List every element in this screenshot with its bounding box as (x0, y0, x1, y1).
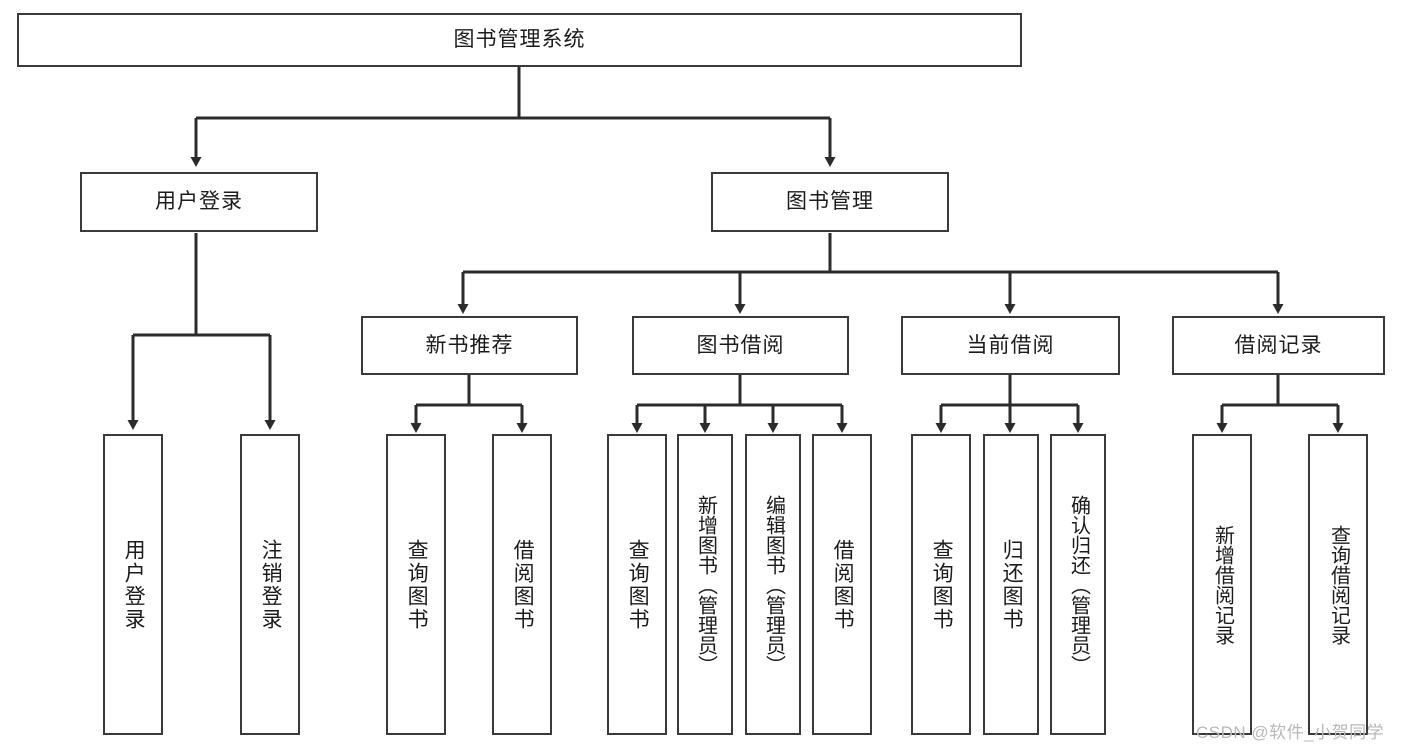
node-label: 编辑图书（管理员） (762, 494, 785, 675)
node-label: 用户登录 (155, 190, 243, 214)
node-label: 借阅记录 (1234, 333, 1323, 357)
node-label: 查询图书 (930, 538, 954, 631)
node-label: 注销登录 (259, 538, 283, 631)
node-leaf-add-record[interactable]: 新增借阅记录 (1192, 434, 1252, 735)
node-label: 借阅图书 (831, 538, 855, 631)
node-leaf-borrow-book-1[interactable]: 借阅图书 (492, 434, 552, 735)
node-label: 确认归还（管理员） (1067, 494, 1090, 675)
node-new-book-recommend[interactable]: 新书推荐 (361, 316, 578, 375)
node-borrow-record[interactable]: 借阅记录 (1172, 316, 1385, 375)
node-current-borrow[interactable]: 当前借阅 (901, 316, 1120, 375)
node-leaf-query-book-1[interactable]: 查询图书 (386, 434, 446, 735)
node-label: 查询图书 (626, 538, 650, 631)
node-leaf-confirm-return[interactable]: 确认归还（管理员） (1050, 434, 1106, 735)
node-label: 借阅图书 (511, 538, 535, 631)
node-label: 查询借阅记录 (1327, 524, 1350, 645)
node-label: 新增图书（管理员） (694, 494, 717, 675)
node-label: 图书管理 (786, 190, 874, 214)
node-root-book-management-system[interactable]: 图书管理系统 (17, 13, 1022, 67)
node-leaf-query-book-3[interactable]: 查询图书 (911, 434, 971, 735)
node-leaf-query-record[interactable]: 查询借阅记录 (1308, 434, 1368, 735)
node-leaf-query-book-2[interactable]: 查询图书 (607, 434, 667, 735)
node-leaf-borrow-book-2[interactable]: 借阅图书 (812, 434, 872, 735)
node-label: 新增借阅记录 (1211, 524, 1234, 645)
node-label: 归还图书 (1000, 538, 1024, 631)
node-book-manage[interactable]: 图书管理 (711, 172, 949, 232)
node-label: 用户登录 (122, 538, 146, 631)
watermark-credit: CSDN @软件_小贺同学 (1196, 723, 1385, 742)
node-label: 图书管理系统 (453, 28, 586, 52)
node-leaf-return-book[interactable]: 归还图书 (983, 434, 1039, 735)
node-label: 当前借阅 (966, 333, 1055, 357)
node-label: 图书借阅 (696, 333, 785, 357)
node-user-login[interactable]: 用户登录 (80, 172, 318, 232)
node-label: 查询图书 (405, 538, 429, 631)
node-label: 新书推荐 (425, 333, 514, 357)
node-leaf-user-login[interactable]: 用户登录 (103, 434, 163, 735)
node-book-borrow[interactable]: 图书借阅 (632, 316, 849, 375)
node-leaf-edit-book[interactable]: 编辑图书（管理员） (745, 434, 801, 735)
node-leaf-add-book[interactable]: 新增图书（管理员） (677, 434, 733, 735)
node-leaf-logout-login[interactable]: 注销登录 (240, 434, 300, 735)
